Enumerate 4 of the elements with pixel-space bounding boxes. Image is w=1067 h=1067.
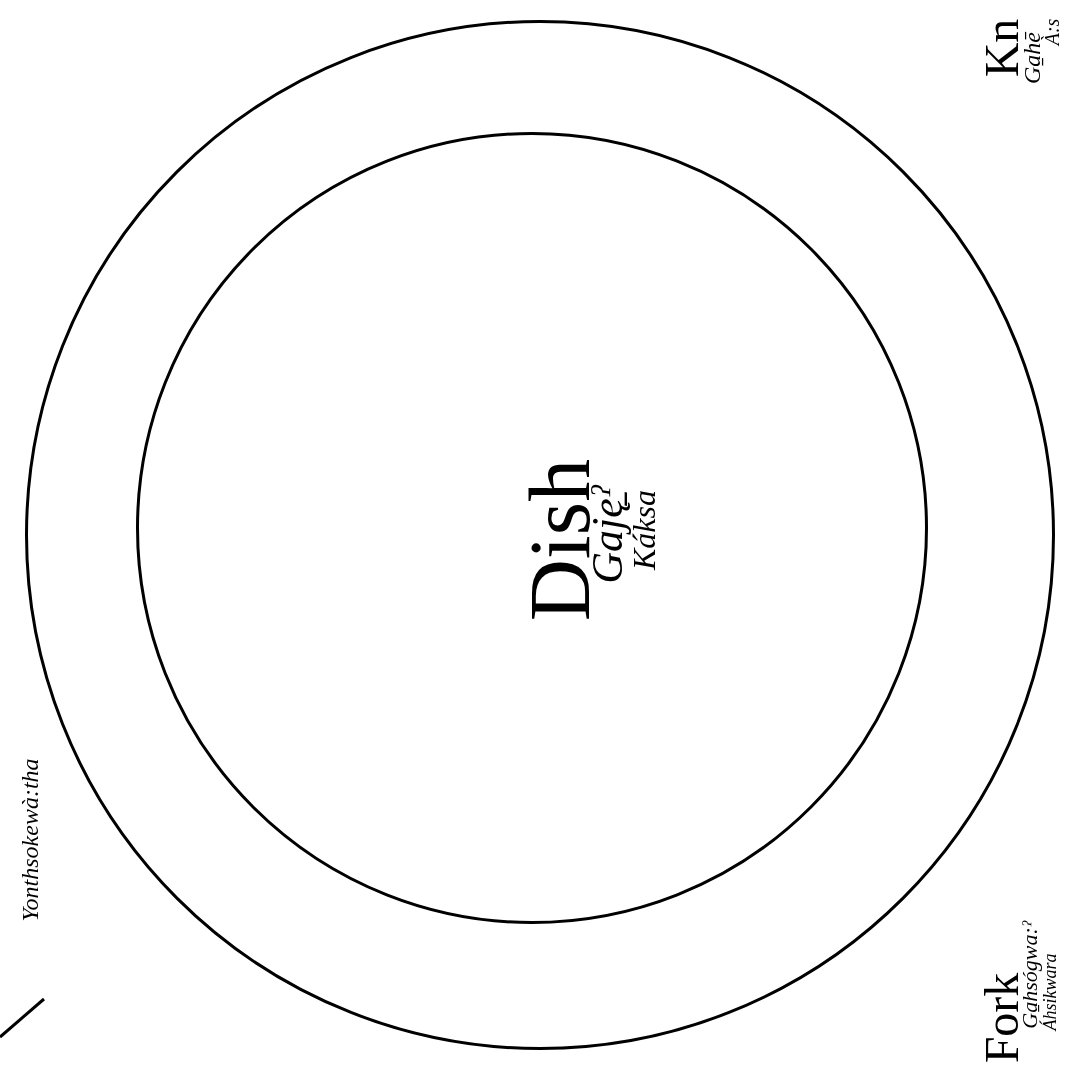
knife-translation: À:s	[1042, 18, 1062, 46]
plate-center	[136, 132, 928, 924]
napkin-label: Yonthsokewà:tha	[18, 758, 42, 922]
fork-translation: Áhsikwara	[1041, 953, 1059, 1031]
